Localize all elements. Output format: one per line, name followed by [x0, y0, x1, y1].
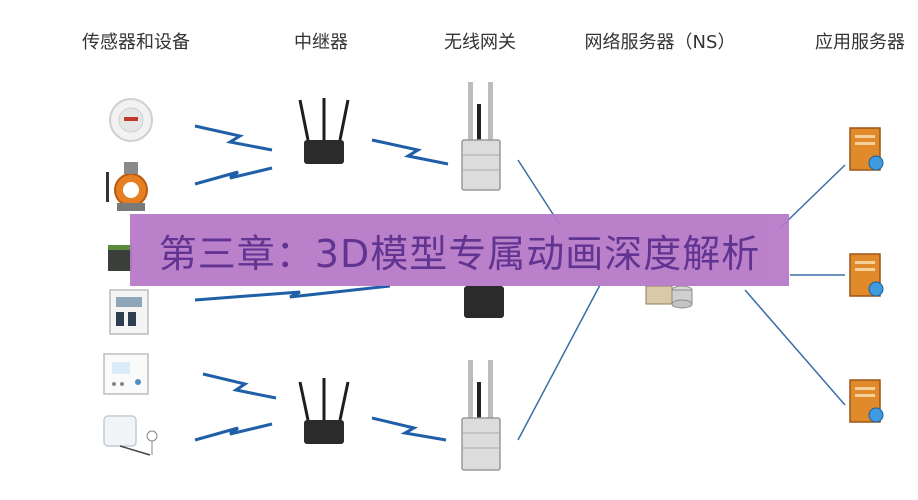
app-server-icon: [850, 380, 883, 422]
chapter-banner: 第三章：3D模型专属动画深度解析: [130, 214, 789, 286]
signal-icon: [372, 140, 448, 164]
energy-meter-icon: [110, 290, 148, 334]
repeater-top-icon: [300, 98, 348, 164]
temperature-sensor-icon: [104, 416, 157, 455]
signal-icon: [195, 286, 390, 300]
gas-detector-icon: [106, 162, 147, 211]
thermostat-panel-icon: [104, 354, 148, 394]
signal-icon: [372, 418, 446, 440]
smoke-detector-icon: [110, 99, 152, 141]
repeater-bottom-icon: [300, 378, 348, 444]
link-ns-app3: [745, 290, 845, 405]
link-ns-app1: [780, 165, 845, 228]
signal-icon: [195, 168, 272, 184]
app-server-icon: [850, 254, 883, 296]
link-gw2-ns: [518, 285, 600, 440]
signal-icon: [203, 374, 276, 398]
network-server-icon: [646, 286, 692, 308]
banner-title: 第三章：3D模型专属动画深度解析: [159, 223, 760, 278]
signal-icon: [195, 126, 272, 150]
controller-box-icon: [108, 245, 132, 271]
app-server-icon: [850, 128, 883, 170]
signal-icon: [195, 424, 272, 440]
gateway-top-icon: [462, 82, 500, 190]
repeater-middle-icon: [464, 286, 504, 318]
gateway-bottom-icon: [462, 360, 500, 470]
